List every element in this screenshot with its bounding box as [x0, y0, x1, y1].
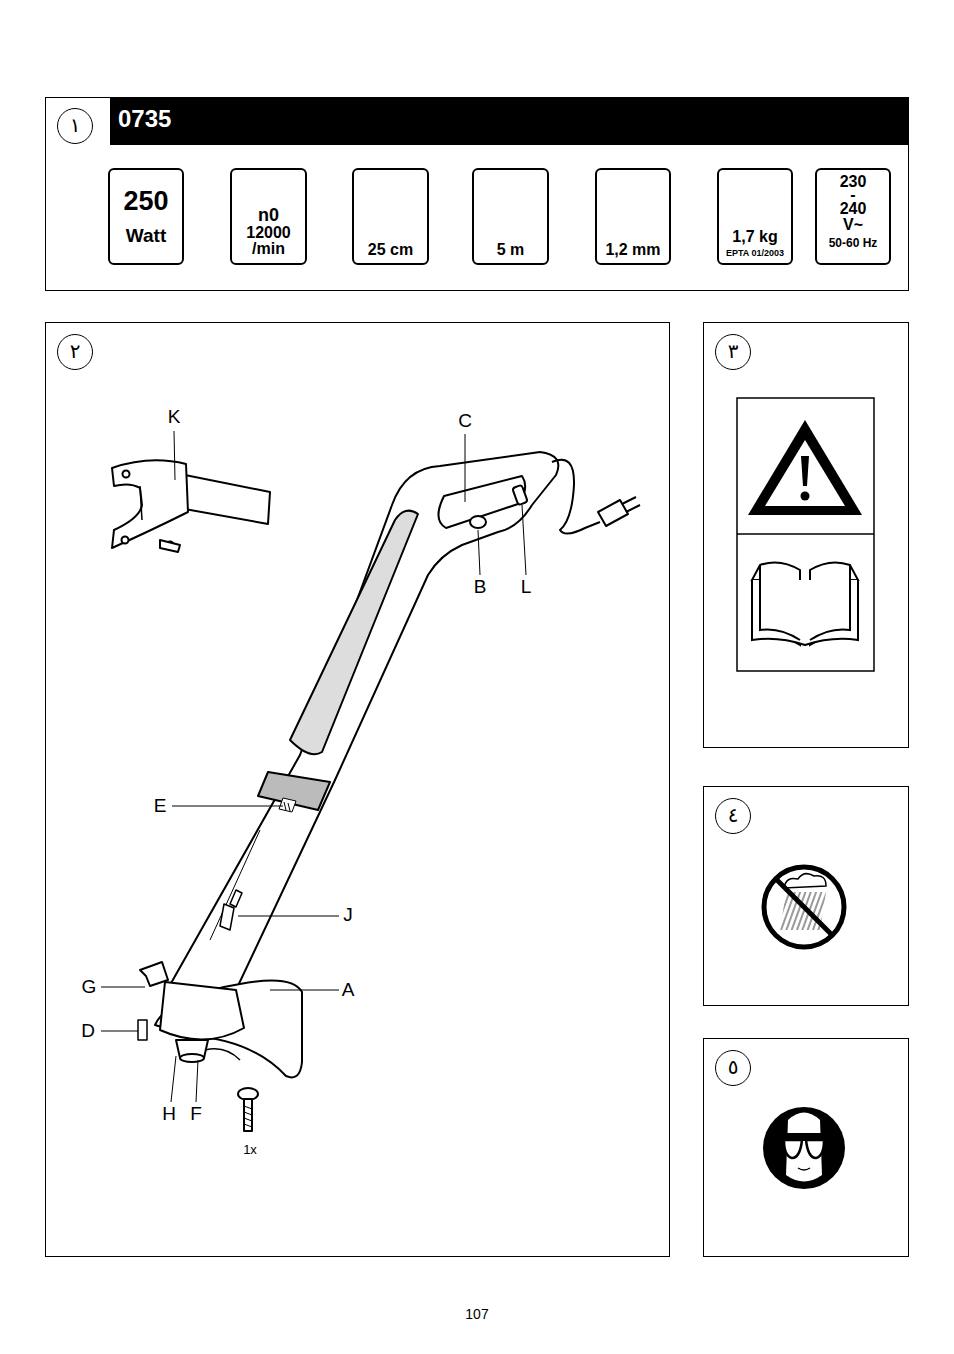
spec-value: 230 [840, 174, 867, 189]
panel-number: ٤ [715, 798, 751, 834]
panel-number: ١ [57, 108, 93, 144]
spec-icon: 250Watt [108, 168, 184, 265]
safety-symbols [737, 398, 874, 1189]
part-label: D [81, 1020, 95, 1042]
spec-value: 240 [840, 201, 867, 216]
part-label: B [474, 576, 487, 598]
spec-value: 25 cm [368, 240, 413, 260]
spec-value: 1,2 mm [605, 240, 660, 260]
spec-value: - [850, 189, 855, 201]
panel-number: ٥ [715, 1050, 751, 1086]
spec-value: 1,7 kg [732, 228, 777, 246]
model-number: 0735 [110, 97, 909, 141]
spec-icon: n012000 /min [230, 168, 307, 265]
spec-value: 5 m [497, 240, 525, 260]
part-label: G [82, 976, 97, 998]
part-label: C [458, 410, 472, 432]
panel-number: ٢ [57, 334, 93, 370]
spec-icon: 230-240V~ 50-60 Hz [815, 168, 891, 265]
part-label: H [162, 1103, 176, 1125]
spec-value: 250 [123, 186, 168, 216]
page-number: 107 [465, 1306, 488, 1322]
spec-value: EPTA 01/2003 [726, 247, 784, 259]
part-label: J [343, 904, 353, 926]
spec-value: 12000 /min [238, 225, 300, 257]
part-label: E [154, 795, 167, 817]
part-label: 1x [243, 1142, 257, 1157]
spec-icon: 25 cm [352, 168, 429, 265]
part-label: A [342, 979, 355, 1001]
figure-panel: ٣ [703, 322, 909, 748]
trimmer-drawing [112, 452, 640, 1131]
panel-number: ٣ [715, 334, 751, 370]
spec-value: n0 [258, 207, 279, 224]
part-label: K [168, 406, 181, 428]
part-label: F [190, 1103, 202, 1125]
part-label: L [521, 576, 532, 598]
figure-panel: ٢ [45, 322, 670, 1257]
figure-panel: ١ 0735 250Watt n012000 /min 25 cm 5 m 1,2 mm 1,… [45, 97, 909, 291]
spec-icon: 1,7 kgEPTA 01/2003 [717, 168, 793, 265]
spec-value: 50-60 Hz [829, 235, 878, 251]
figure-panel: ٤ [703, 786, 909, 1006]
leader-lines [101, 431, 526, 1102]
model-band: 0735 [110, 97, 909, 145]
spec-icon: 5 m [472, 168, 549, 265]
spec-value: V~ [843, 216, 863, 233]
figure-panel: ٥ [703, 1038, 909, 1257]
spec-icon: 1,2 mm [595, 168, 671, 265]
spec-value: Watt [126, 224, 166, 248]
